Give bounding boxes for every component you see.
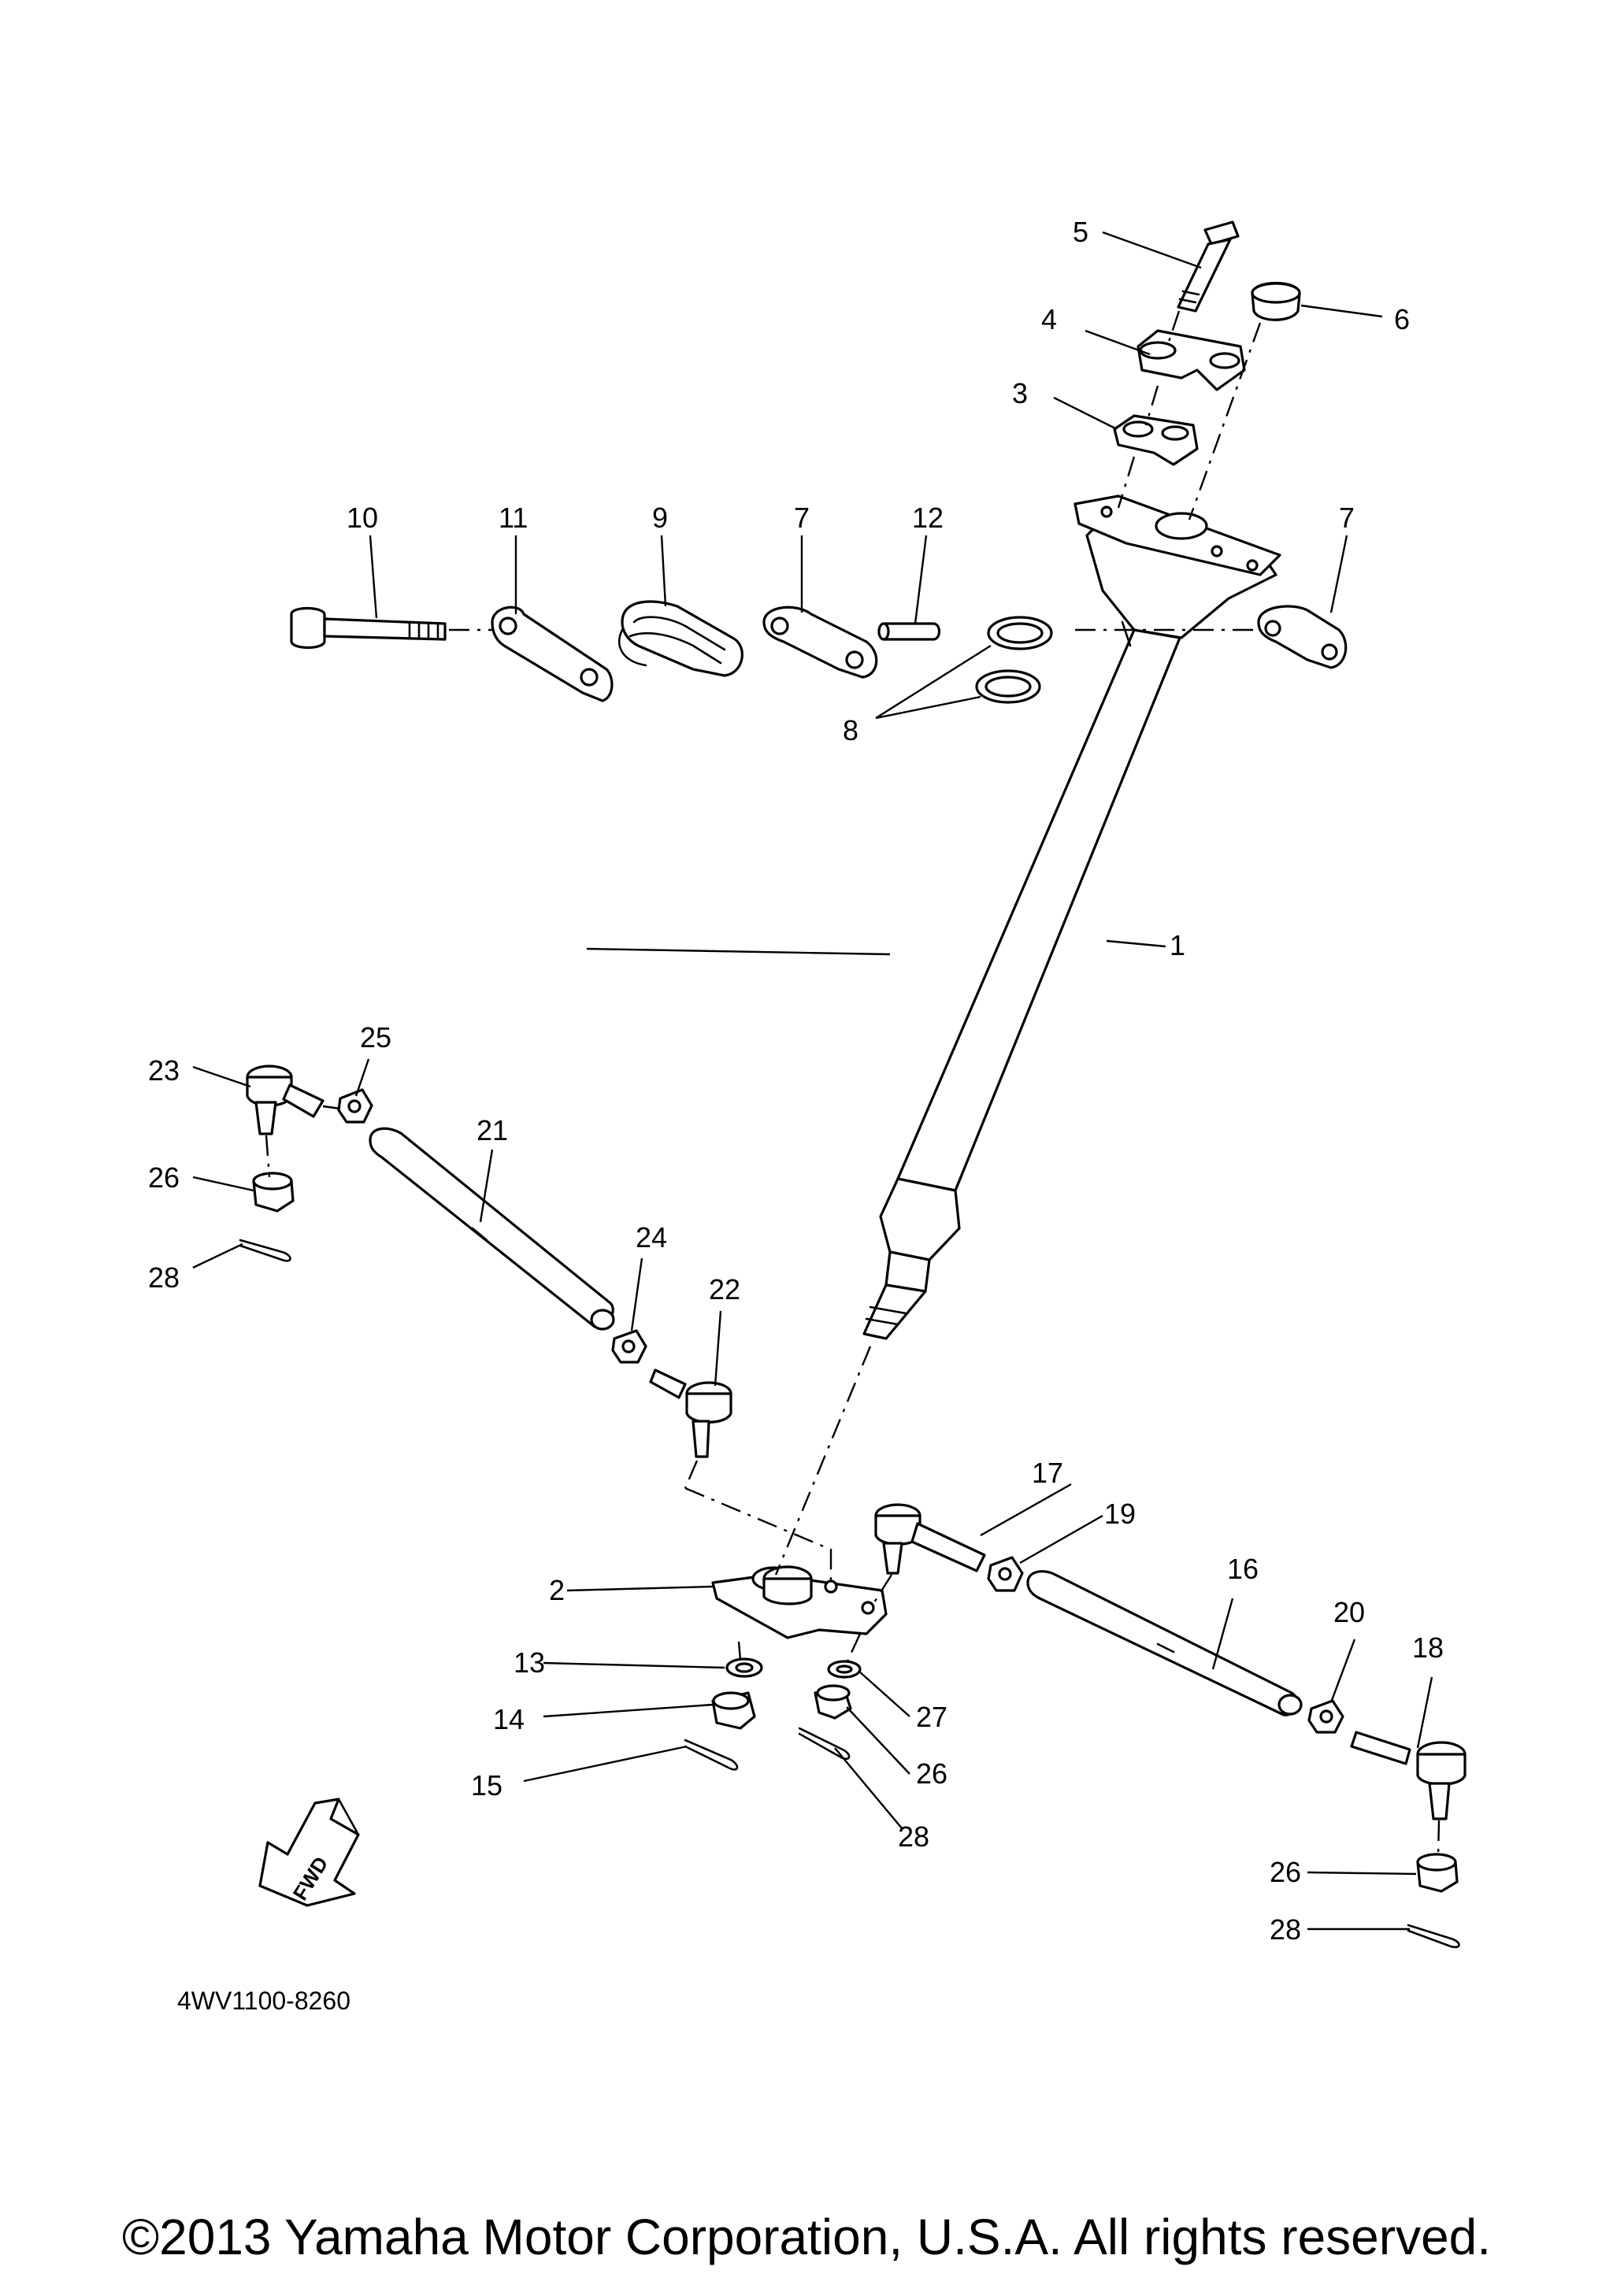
callout-28-right: 28 — [1270, 1913, 1301, 1946]
callout-22: 22 — [709, 1273, 740, 1305]
callout-21: 21 — [476, 1114, 508, 1146]
callout-8: 8 — [843, 714, 858, 746]
part-bracket-11 — [491, 605, 614, 702]
part-holder-upper-4 — [1137, 329, 1246, 391]
callout-1: 1 — [1170, 929, 1185, 961]
callout-14: 14 — [493, 1703, 525, 1735]
callout-7-left: 7 — [794, 502, 810, 534]
part-cap-6 — [1251, 281, 1301, 321]
leader-lines — [192, 231, 1433, 1931]
callout-26-middle: 26 — [916, 1757, 947, 1790]
callout-28-middle: 28 — [898, 1820, 929, 1853]
part-holder-7-right — [1257, 605, 1348, 669]
callout-7-right: 7 — [1339, 502, 1355, 534]
callout-2: 2 — [549, 1574, 565, 1606]
part-rod-end-17 — [874, 1503, 986, 1575]
callout-11: 11 — [499, 502, 528, 534]
assembly-lines — [265, 310, 1441, 1859]
part-nut-24 — [611, 1329, 647, 1364]
callout-6: 6 — [1394, 303, 1410, 335]
callout-19: 19 — [1104, 1498, 1136, 1530]
part-tie-rod-16 — [1026, 1570, 1303, 1716]
callout-23: 23 — [148, 1054, 180, 1087]
copyright-notice: ©2013 Yamaha Motor Corporation, U.S.A. A… — [121, 2209, 1492, 2265]
part-bolt-10 — [290, 606, 447, 650]
part-bolt-5 — [1177, 220, 1240, 313]
callout-18: 18 — [1412, 1631, 1444, 1664]
part-holder-7-left — [762, 605, 878, 679]
part-holder-lower-3 — [1113, 414, 1199, 466]
part-nut-26-left — [252, 1172, 295, 1213]
callout-3: 3 — [1012, 377, 1028, 409]
callout-13: 13 — [514, 1646, 545, 1679]
part-pitman-arm-2 — [711, 1565, 888, 1639]
callout-27: 27 — [916, 1701, 947, 1733]
part-seals-8 — [975, 616, 1053, 704]
part-spring-9 — [617, 600, 743, 677]
callout-5: 5 — [1073, 216, 1088, 248]
part-nut-20 — [1307, 1699, 1344, 1734]
part-pin-28-middle — [798, 1727, 851, 1761]
part-rod-end-22 — [649, 1368, 732, 1458]
callout-9: 9 — [652, 502, 668, 534]
part-rod-end-23 — [246, 1065, 324, 1135]
fwd-arrow-icon: FWD — [258, 1798, 360, 1907]
part-washer-27 — [827, 1660, 862, 1679]
part-pin-15 — [684, 1739, 739, 1771]
part-nut-25 — [337, 1088, 373, 1124]
callout-17: 17 — [1032, 1457, 1063, 1489]
callout-10: 10 — [347, 502, 378, 534]
callout-26-right: 26 — [1270, 1856, 1301, 1888]
callout-24: 24 — [636, 1221, 667, 1254]
part-pin-12 — [877, 622, 941, 641]
callout-12: 12 — [912, 502, 944, 534]
part-nut-26-middle — [814, 1684, 852, 1720]
part-nut-14 — [711, 1691, 756, 1730]
callout-26-left: 26 — [148, 1161, 180, 1194]
part-nut-19 — [987, 1556, 1024, 1592]
part-pin-28-left — [239, 1239, 291, 1262]
part-pin-28-right — [1407, 1924, 1460, 1949]
part-nut-26-right — [1416, 1853, 1459, 1893]
callout-15: 15 — [471, 1769, 502, 1802]
callout-28-left: 28 — [148, 1261, 180, 1294]
part-code: 4WV1100-8260 — [177, 1987, 350, 2015]
part-washer-13 — [725, 1657, 763, 1678]
callout-16: 16 — [1227, 1553, 1259, 1585]
callout-20: 20 — [1333, 1596, 1365, 1628]
callout-4: 4 — [1041, 303, 1057, 335]
part-steering-shaft — [862, 494, 1281, 1340]
part-rod-end-18 — [1350, 1731, 1467, 1820]
callout-25: 25 — [360, 1021, 391, 1054]
part-tie-rod-21 — [369, 1127, 615, 1331]
callout-labels: 1 2 3 4 5 6 7 7 8 9 10 11 12 13 14 15 16… — [148, 216, 1444, 1946]
